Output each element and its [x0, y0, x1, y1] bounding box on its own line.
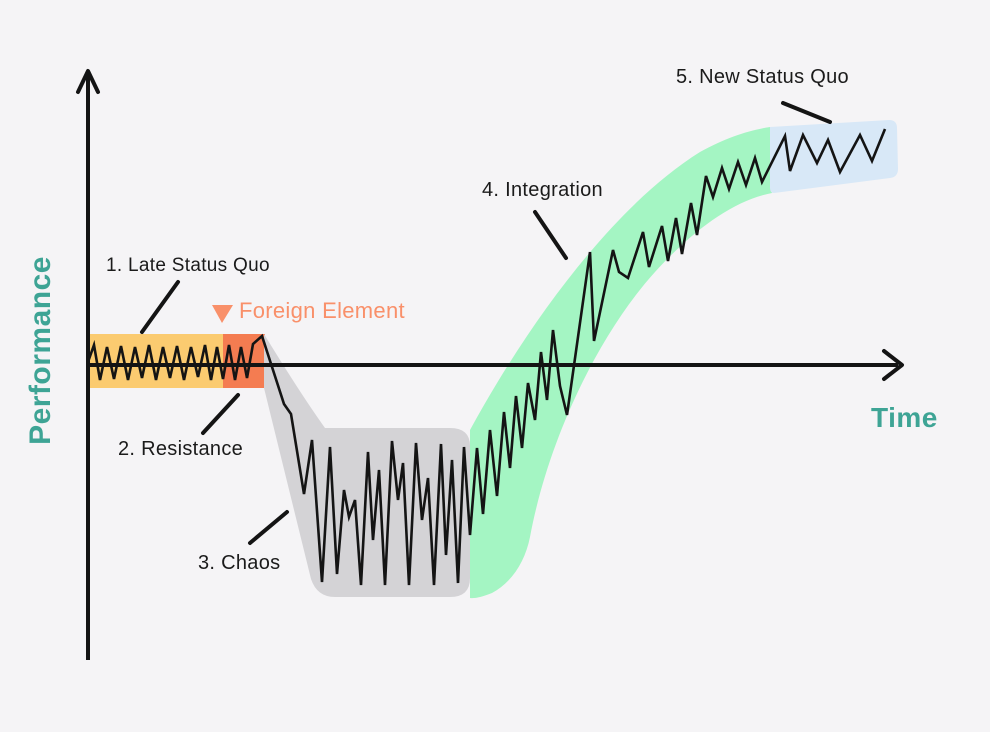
label-new-status-quo: 5. New Status Quo — [676, 66, 849, 88]
label-foreign-element: Foreign Element — [239, 298, 405, 323]
label-chaos: 3. Chaos — [198, 552, 281, 574]
label-integration: 4. Integration — [482, 179, 603, 201]
label-late-status-quo: 1. Late Status Quo — [106, 255, 270, 276]
integration-pointer-line — [533, 210, 568, 260]
chaos-pointer-line — [248, 510, 289, 545]
performance-curve — [86, 128, 887, 586]
y-axis-title: Performance — [24, 256, 57, 445]
new-status-quo-pointer-line — [781, 101, 832, 124]
x-axis-title: Time — [871, 402, 938, 433]
resistance-pointer-line — [201, 393, 240, 435]
foreign-element-triangle-down-icon — [212, 305, 233, 323]
late-status-quo-pointer-line — [140, 280, 180, 334]
x-axis-arrowhead-icon — [882, 349, 904, 381]
y-axis-arrowhead-icon — [76, 69, 100, 94]
label-resistance: 2. Resistance — [118, 438, 244, 460]
